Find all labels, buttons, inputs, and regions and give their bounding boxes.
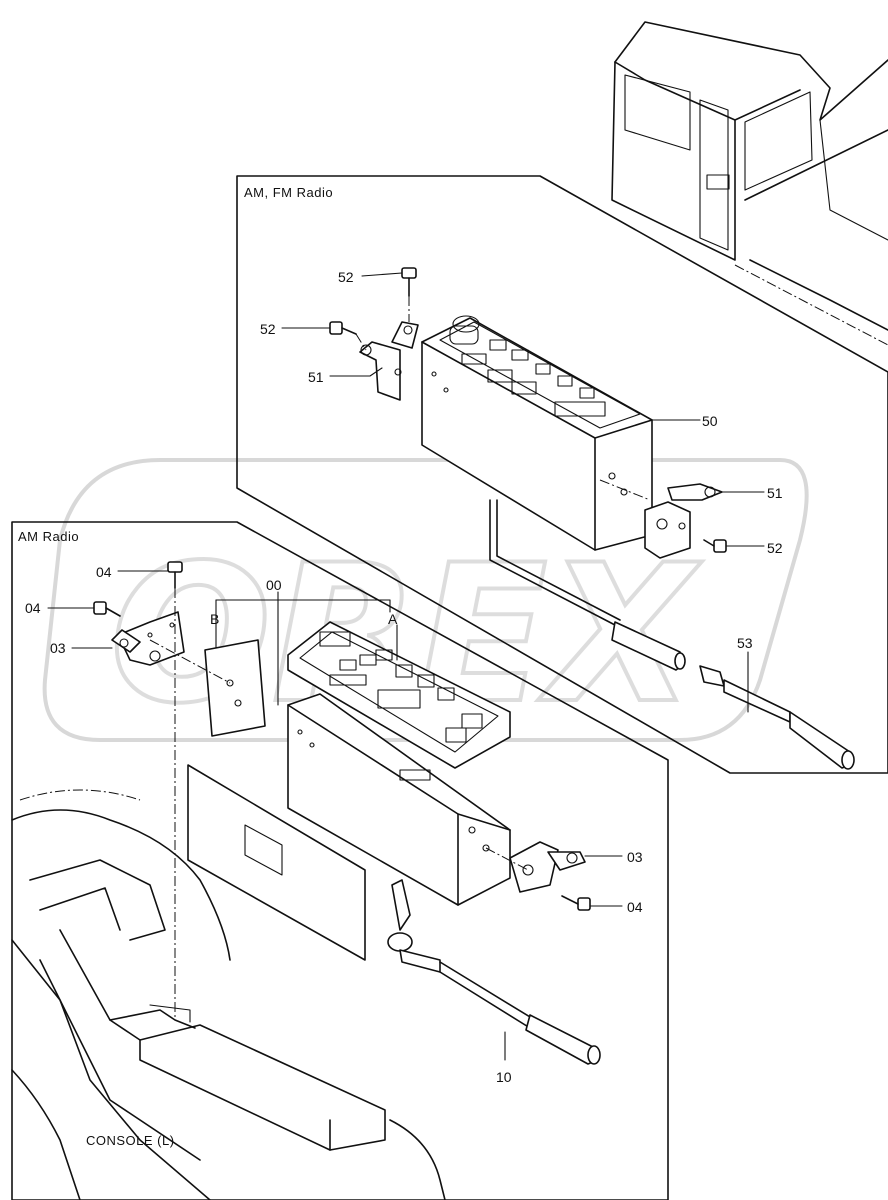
- callout-53: 53: [737, 635, 753, 651]
- callout-00: 00: [266, 577, 282, 593]
- antenna-cable-10: [387, 879, 601, 1065]
- bolt-52-top: [401, 267, 417, 297]
- bolt-axis: [355, 333, 367, 351]
- mounting-plate: [204, 639, 266, 737]
- callout-50: 50: [702, 413, 718, 429]
- callout-10: 10: [496, 1069, 512, 1085]
- callout-52: 52: [260, 321, 276, 337]
- am-panel-title: AM Radio: [18, 529, 79, 544]
- bolt-04-right: [561, 895, 591, 911]
- cover-panel: [187, 764, 366, 961]
- am-panel-border: [11, 521, 669, 1200]
- bolt-axis: [599, 479, 651, 501]
- console-label: CONSOLE (L): [86, 1133, 175, 1148]
- callout-03: 03: [627, 849, 643, 865]
- bolt-52-right: [703, 539, 727, 553]
- mount-axis: [485, 847, 529, 871]
- callout-51: 51: [308, 369, 324, 385]
- am-fm-panel-title: AM, FM Radio: [244, 185, 333, 200]
- bracket-03-right: [509, 841, 586, 893]
- excavator-cab-illustration: [611, 21, 888, 346]
- am-radio-unit: [287, 621, 511, 906]
- mount-axis: [149, 639, 231, 684]
- bracket-51-right: [644, 483, 723, 559]
- bolt-52-left: [329, 321, 357, 335]
- callout-04: 04: [25, 600, 41, 616]
- callout-b: B: [210, 611, 219, 627]
- callout-04: 04: [627, 899, 643, 915]
- antenna-cable-53: [489, 499, 855, 770]
- bracket-03-left: [111, 611, 185, 666]
- callout-a: A: [388, 611, 398, 627]
- bracket-51-left: [359, 321, 419, 401]
- callout-03: 03: [50, 640, 66, 656]
- am-fm-panel-border: [236, 175, 888, 774]
- console-illustration: [11, 789, 446, 1200]
- callout-52: 52: [338, 269, 354, 285]
- am-fm-radio-unit: [421, 315, 653, 551]
- callout-52: 52: [767, 540, 783, 556]
- bolt-04-top: [167, 561, 183, 589]
- leader-lines: [47, 272, 765, 1061]
- callout-51: 51: [767, 485, 783, 501]
- callout-04: 04: [96, 564, 112, 580]
